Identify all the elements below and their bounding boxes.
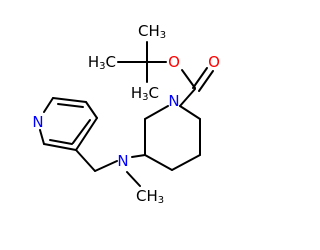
bond-pyr-c4-c3 (75, 117, 98, 151)
bond-pyr-n-c6 (43, 97, 54, 113)
bond-pyr-inner-c (72, 119, 91, 144)
bond-ring-c6-n (179, 105, 201, 120)
bond-pyr-inner-a (49, 139, 73, 145)
bond-ester-o-carbonyl-c (181, 69, 196, 89)
bonds (39, 41, 214, 187)
bond-ring-c4-c5 (171, 154, 201, 171)
ester-oxygen-label: O (168, 53, 180, 71)
molecule-structure: O O N N N H3C CH3 H3C CH3 (32, 22, 220, 206)
bond-pyr-c6-c5 (52, 97, 87, 103)
tbu-top-methyl-label: CH3 (138, 22, 166, 41)
bond-carbonyl-double-a (192, 67, 208, 89)
bond-pyr-c3-c2 (43, 143, 77, 151)
bond-amine-n-ch2 (94, 160, 118, 172)
tbu-bottom-methyl-label: H3C (131, 84, 159, 103)
tbu-left-methyl-label: H3C (88, 53, 116, 72)
bond-pyr-c5-c4 (85, 101, 98, 119)
piperidine-nitrogen-label: N (168, 92, 179, 110)
bond-carbonyl-c-ring-n (179, 88, 196, 107)
n-methyl-label: CH3 (136, 187, 164, 206)
bond-ch2-pyridine (75, 149, 96, 172)
pyridine-nitrogen-label: N (32, 113, 43, 131)
bond-ring-c3-c4 (144, 154, 173, 171)
bond-ring-n-c2 (144, 105, 169, 120)
atom-labels: O O N N N H3C CH3 H3C CH3 (32, 22, 220, 206)
bond-ring-c3-amine-n (131, 154, 146, 158)
bond-pyr-inner-b (57, 103, 84, 108)
carbonyl-oxygen-label: O (208, 53, 220, 71)
amine-nitrogen-label: N (117, 152, 128, 170)
bond-pyr-c2-n (39, 129, 45, 145)
bond-carbonyl-double-b (198, 70, 214, 92)
bond-amine-n-methyl (126, 171, 141, 187)
